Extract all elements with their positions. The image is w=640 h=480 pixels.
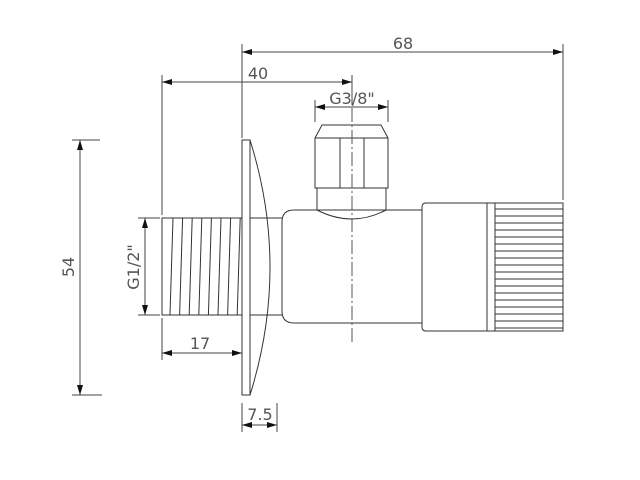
dim-flange-thickness: 7.5 — [241, 403, 278, 432]
dim-thread-length: 17 — [161, 318, 242, 360]
thread-line — [227, 217, 232, 316]
dim-label-g12: G1/2" — [124, 244, 143, 290]
valve-body — [250, 209, 422, 324]
thread-line — [217, 217, 222, 316]
thread-line — [188, 217, 193, 316]
dim-label-68: 68 — [393, 34, 413, 53]
thread-line — [169, 217, 174, 316]
inlet-thread — [161, 217, 243, 316]
dim-label-g38: G3/8" — [329, 89, 375, 108]
dim-label-17: 17 — [190, 334, 210, 353]
dim-label-7-5: 7.5 — [247, 405, 272, 424]
dim-label-54: 54 — [59, 257, 78, 277]
dim-inlet-thread: G1/2" — [124, 217, 160, 316]
thread-line — [207, 217, 212, 316]
handle-cap — [421, 202, 564, 332]
wall-flange — [241, 139, 271, 396]
thread-line — [179, 217, 184, 316]
dim-label-40: 40 — [248, 64, 268, 83]
dim-flange-height: 54 — [59, 139, 102, 396]
thread-line — [198, 217, 203, 316]
dim-axis-distance: 40 — [161, 64, 353, 215]
thread-line — [236, 217, 241, 316]
dim-overall-length: 68 — [241, 34, 564, 200]
dim-outlet-thread: G3/8" — [314, 89, 389, 122]
